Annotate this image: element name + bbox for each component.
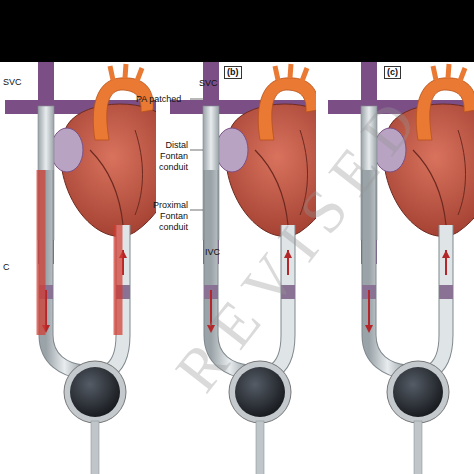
panel-letter: (b): [224, 66, 242, 79]
vessel-label: SVC: [3, 77, 22, 88]
vessel-label: IVC: [205, 247, 220, 258]
vessel-label: SVC: [199, 78, 218, 89]
part-label: Proximal Fontan conduit: [142, 200, 188, 233]
vessel-label: C: [3, 262, 10, 273]
part-label: PA patched: [136, 94, 181, 105]
part-label: Distal Fontan conduit: [142, 140, 188, 173]
panel-letter: (c): [384, 66, 401, 79]
